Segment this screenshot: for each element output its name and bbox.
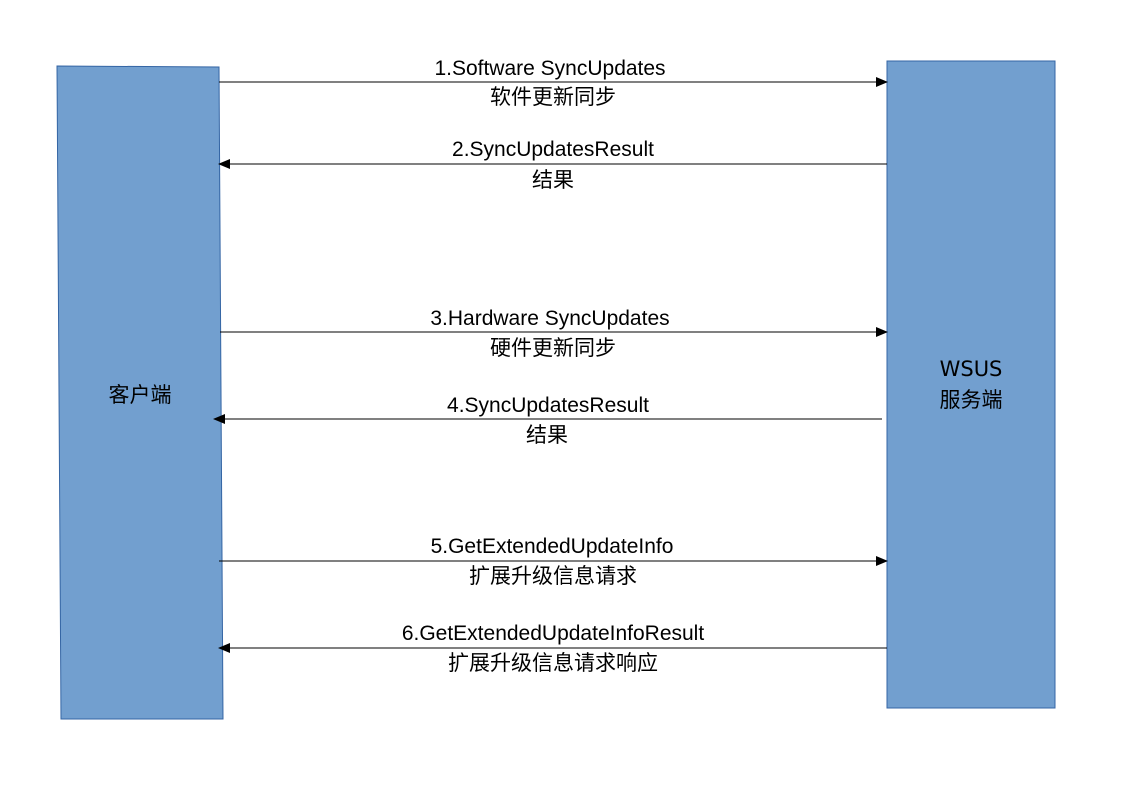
- message-4-title: 4.SyncUpdatesResult: [447, 394, 649, 417]
- message-1-subtitle: 软件更新同步: [490, 85, 616, 109]
- client-lane: 客户端: [56, 65, 224, 720]
- message-1: 1.Software SyncUpdates 软件更新同步: [219, 57, 888, 109]
- message-6-subtitle: 扩展升级信息请求响应: [448, 651, 658, 675]
- message-2-subtitle: 结果: [532, 168, 574, 192]
- message-5-title: 5.GetExtendedUpdateInfo: [431, 535, 674, 558]
- client-box: [56, 65, 224, 720]
- message-6: 6.GetExtendedUpdateInfoResult 扩展升级信息请求响应: [218, 622, 887, 675]
- message-6-title: 6.GetExtendedUpdateInfoResult: [402, 622, 705, 645]
- client-label: 客户端: [109, 383, 172, 407]
- server-label-line2: 服务端: [940, 388, 1003, 412]
- message-3-subtitle: 硬件更新同步: [490, 336, 616, 360]
- message-5-subtitle: 扩展升级信息请求: [469, 564, 637, 588]
- message-3-title: 3.Hardware SyncUpdates: [430, 307, 669, 330]
- message-2-title: 2.SyncUpdatesResult: [452, 138, 654, 161]
- server-lane: WSUS 服务端: [886, 60, 1056, 709]
- message-2: 2.SyncUpdatesResult 结果: [218, 138, 887, 192]
- message-4-subtitle: 结果: [526, 423, 568, 447]
- message-1-title: 1.Software SyncUpdates: [434, 57, 665, 80]
- message-3: 3.Hardware SyncUpdates 硬件更新同步: [220, 307, 888, 360]
- server-label-line1: WSUS: [940, 357, 1003, 381]
- server-box: [886, 60, 1056, 709]
- message-4: 4.SyncUpdatesResult 结果: [213, 394, 882, 447]
- message-5: 5.GetExtendedUpdateInfo 扩展升级信息请求: [219, 535, 888, 588]
